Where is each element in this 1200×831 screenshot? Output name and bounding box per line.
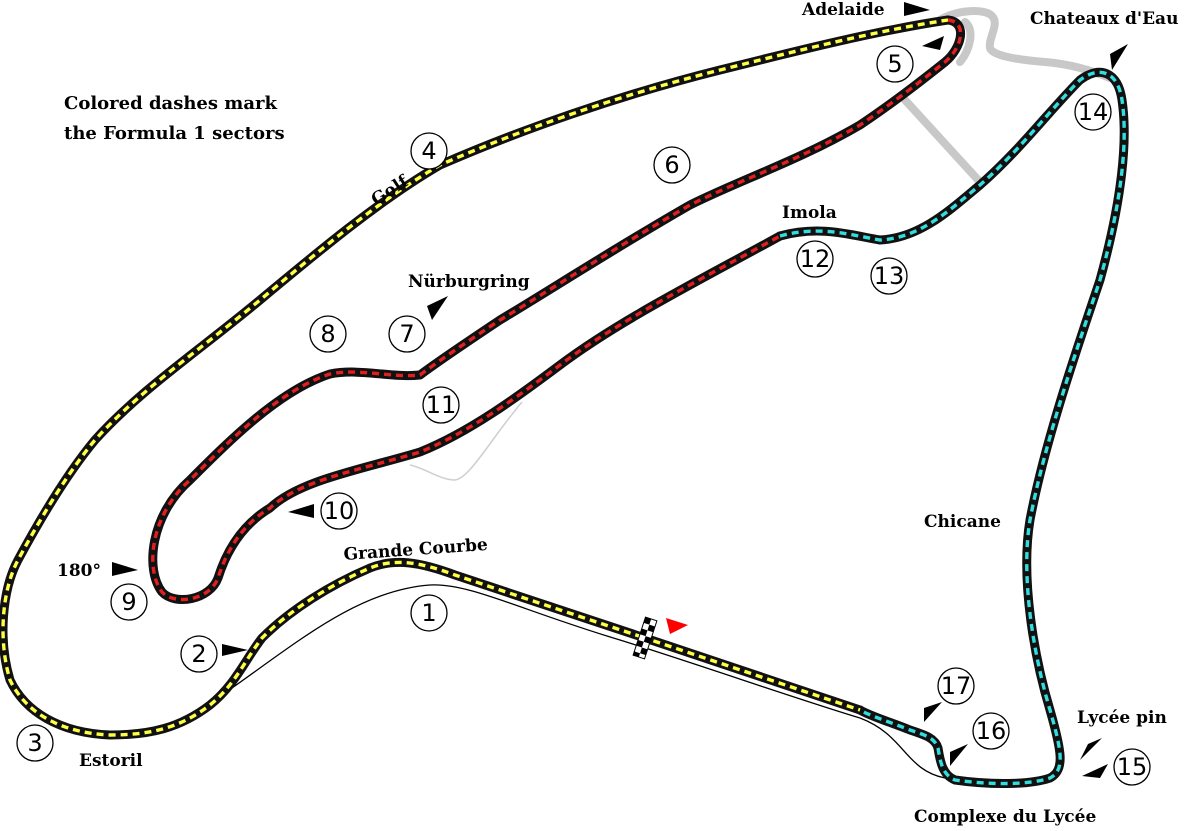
label-golf: Golf (368, 171, 414, 210)
arrow-corner-2-icon (222, 644, 248, 656)
corner-12: 12 (796, 240, 834, 278)
corner-17: 17 (937, 667, 975, 705)
corner-markers: 1 2 3 4 5 6 7 8 9 10 11 12 13 14 15 16 1… (16, 45, 1151, 786)
pit-lane (231, 584, 946, 779)
svg-text:17: 17 (941, 672, 972, 700)
corner-13: 13 (870, 257, 908, 295)
corner-4: 4 (410, 132, 448, 170)
corner-3: 3 (16, 724, 54, 762)
arrow-corner-5-icon (922, 36, 944, 50)
svg-text:Colored dashes mark: Colored dashes mark (64, 93, 277, 114)
label-complexe: Complexe du Lycée (914, 807, 1096, 827)
arrow-chateaux-icon (1110, 44, 1128, 70)
svg-text:12: 12 (800, 245, 831, 273)
label-imola: Imola (782, 203, 837, 223)
label-estoril: Estoril (79, 751, 143, 771)
direction-arrow-icon (666, 618, 688, 634)
arrow-corner-16-icon (950, 744, 968, 766)
label-180: 180° (57, 561, 101, 581)
corner-9: 9 (110, 583, 148, 621)
arrow-180-icon (112, 562, 138, 576)
arrow-adelaide-icon (904, 2, 930, 16)
start-finish-line (632, 616, 658, 660)
svg-text:10: 10 (324, 497, 355, 525)
corner-15: 15 (1113, 748, 1151, 786)
corner-11: 11 (422, 386, 460, 424)
svg-text:6: 6 (664, 151, 679, 179)
label-chicane: Chicane (924, 512, 1001, 532)
corner-7: 7 (388, 315, 426, 353)
svg-text:13: 13 (874, 262, 905, 290)
corner-8: 8 (309, 315, 347, 353)
label-adelaide: Adelaide (801, 0, 885, 20)
corner-2: 2 (180, 635, 218, 673)
svg-text:14: 14 (1078, 98, 1109, 126)
svg-text:the Formula 1 sectors: the Formula 1 sectors (64, 123, 285, 144)
arrow-corner-7-icon (427, 296, 448, 320)
svg-text:11: 11 (426, 391, 457, 419)
pit-lane-entry (409, 401, 523, 481)
svg-text:8: 8 (320, 320, 335, 348)
svg-text:16: 16 (976, 717, 1007, 745)
label-nurburgring: Nürburgring (408, 272, 530, 292)
corner-14: 14 (1074, 93, 1112, 131)
note: Colored dashes mark the Formula 1 sector… (64, 93, 285, 144)
pointer-arrows (112, 2, 1128, 778)
corner-5: 5 (876, 45, 914, 83)
arrow-corner-10-icon (288, 504, 314, 518)
svg-text:2: 2 (191, 640, 206, 668)
svg-text:9: 9 (121, 588, 136, 616)
arrow-lycee-pin-icon (1080, 738, 1102, 760)
arrow-corner-17-icon (924, 702, 942, 722)
svg-text:5: 5 (887, 50, 902, 78)
corner-1: 1 (410, 594, 448, 632)
svg-text:3: 3 (27, 729, 42, 757)
svg-text:1: 1 (421, 599, 436, 627)
corner-6: 6 (653, 146, 691, 184)
corner-10: 10 (320, 492, 358, 530)
corner-16: 16 (972, 712, 1010, 750)
label-lycee-pin: Lycée pin (1077, 708, 1167, 728)
svg-text:7: 7 (399, 320, 414, 348)
svg-text:4: 4 (421, 137, 436, 165)
unused-track (901, 7, 1114, 186)
arrow-corner-15-icon (1082, 764, 1108, 778)
label-chateaux: Chateaux d'Eau (1030, 9, 1178, 29)
svg-text:15: 15 (1117, 753, 1148, 781)
